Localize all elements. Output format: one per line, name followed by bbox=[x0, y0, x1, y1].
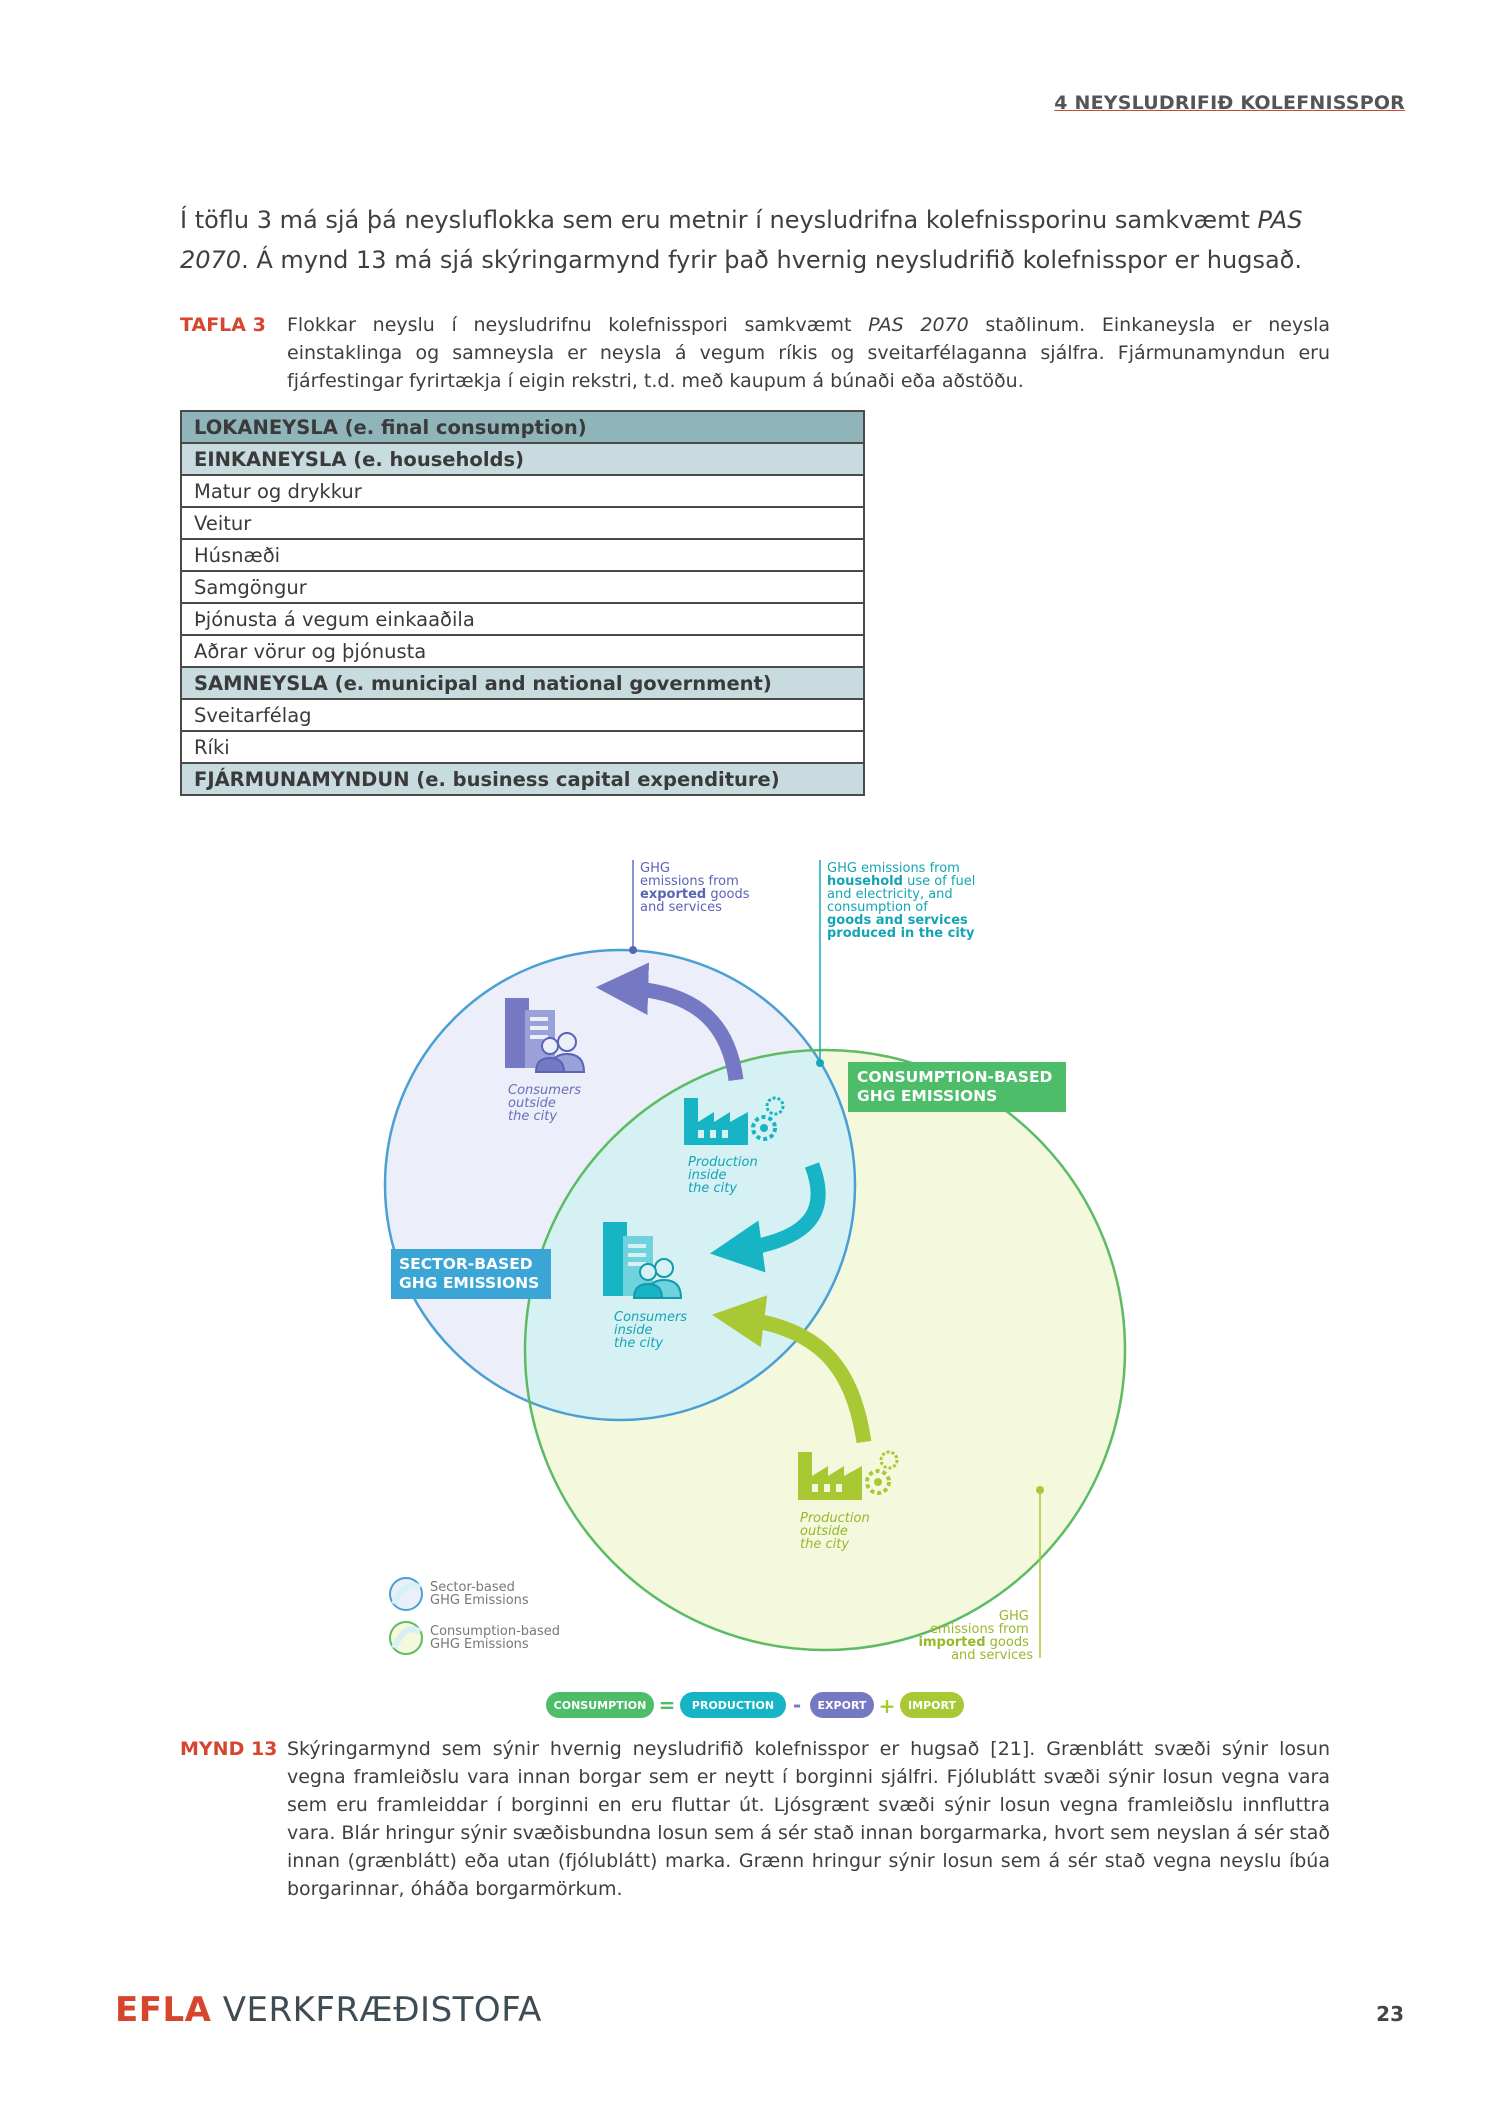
table-row: SAMNEYSLA (e. municipal and national gov… bbox=[180, 666, 865, 700]
exported-callout: GHG emissions from exported goods and se… bbox=[640, 861, 754, 915]
table-cell: Húsnæði bbox=[180, 538, 865, 572]
table-cell: Veitur bbox=[180, 506, 865, 540]
table-row: FJÁRMUNAMYNDUN (e. business capital expe… bbox=[180, 762, 865, 796]
table-row: Þjónusta á vegum einkaaðila bbox=[180, 602, 865, 636]
import-arrow bbox=[711, 1295, 872, 1444]
household-leader-dot bbox=[816, 1059, 824, 1067]
sector-circle bbox=[383, 948, 857, 1422]
consumers-outside-icon bbox=[505, 998, 586, 1073]
logo-subtitle: VERKFRÆÐISTOFA bbox=[211, 1990, 542, 2030]
table-cell: SAMNEYSLA (e. municipal and national gov… bbox=[180, 666, 865, 700]
table-cell: EINKANEYSLA (e. households) bbox=[180, 442, 865, 476]
equation-export-pill bbox=[810, 1692, 874, 1718]
equation-import-pill bbox=[900, 1692, 964, 1718]
legend-sector-label: Sector-based GHG Emissions bbox=[430, 1580, 529, 1608]
legend-consumption-label: Consumption-based GHG Emissions bbox=[430, 1624, 564, 1652]
equation-minus: - bbox=[793, 1693, 801, 1717]
efla-logo: EFLA VERKFRÆÐISTOFA bbox=[115, 1990, 542, 2030]
table-caption-part2: staðlinum. Einkaneysla er neysla einstak… bbox=[287, 314, 1331, 392]
production-outside-label: Production outside the city bbox=[800, 1511, 874, 1552]
production-inside-label: Production inside the city bbox=[688, 1155, 762, 1196]
intro-em: PAS 2070 bbox=[180, 206, 1303, 274]
sector-based-box bbox=[391, 1249, 551, 1299]
table-row: Veitur bbox=[180, 506, 865, 540]
table-cell: Ríki bbox=[180, 730, 865, 764]
consumers-inside-icon bbox=[603, 1222, 683, 1299]
imported-callout: GHG emissions from imported goods and se… bbox=[919, 1609, 1034, 1663]
equation-consumption-label: CONSUMPTION bbox=[554, 1699, 647, 1712]
consumption-category-table: LOKANEYSLA (e. final consumption) EINKAN… bbox=[180, 410, 865, 796]
figure-caption: MYND 13 Skýringarmynd sem sýnir hvernig … bbox=[180, 1735, 1330, 1903]
equation-production-pill bbox=[680, 1692, 786, 1718]
legend-consumption-icon bbox=[389, 1621, 423, 1655]
page-number: 23 bbox=[1376, 2002, 1404, 2026]
table-row: Húsnæði bbox=[180, 538, 865, 572]
household-callout: GHG emissions from household use of fuel… bbox=[827, 861, 979, 941]
table-cell: FJÁRMUNAMYNDUN (e. business capital expe… bbox=[180, 762, 865, 796]
equation-import-label: IMPORT bbox=[908, 1699, 956, 1712]
equation-plus: + bbox=[879, 1694, 896, 1718]
table-cell: Þjónusta á vegum einkaaðila bbox=[180, 602, 865, 636]
production-inside-icon bbox=[684, 1096, 785, 1145]
consumers-inside-label: Consumers inside the city bbox=[614, 1310, 691, 1351]
ghg-emissions-diagram: GHG emissions from exported goods and se… bbox=[383, 860, 1127, 1718]
table-cell: Matur og drykkur bbox=[180, 474, 865, 508]
equation-export-label: EXPORT bbox=[818, 1699, 867, 1712]
table-cell: Samgöngur bbox=[180, 570, 865, 604]
table-caption-text: Flokkar neyslu í neysludrifnu kolefnissp… bbox=[287, 311, 1330, 395]
figure-caption-label: MYND 13 bbox=[180, 1738, 278, 1760]
table-row: Aðrar vörur og þjónusta bbox=[180, 634, 865, 668]
equation-equals: = bbox=[659, 1693, 676, 1717]
table-row: EINKANEYSLA (e. households) bbox=[180, 442, 865, 476]
intro-text-2: . Á mynd 13 má sjá skýringarmynd fyrir þ… bbox=[241, 246, 1302, 274]
consumption-based-box bbox=[848, 1062, 1066, 1112]
table-cell: Sveitarfélag bbox=[180, 698, 865, 732]
intro-text-1: Í töflu 3 má sjá þá neysluflokka sem eru… bbox=[180, 206, 1258, 234]
domestic-arrow bbox=[709, 1162, 826, 1273]
equation-production-label: PRODUCTION bbox=[692, 1699, 774, 1712]
exported-leader-dot bbox=[629, 946, 637, 954]
chapter-header: 4 NEYSLUDRIFIÐ KOLEFNISSPOR bbox=[1054, 92, 1405, 114]
table-row: Sveitarfélag bbox=[180, 698, 865, 732]
table-caption: TAFLA 3 Flokkar neyslu í neysludrifnu ko… bbox=[180, 311, 1330, 395]
consumers-outside-label: Consumers outside the city bbox=[508, 1083, 585, 1124]
export-arrow bbox=[595, 962, 744, 1082]
table-row: Matur og drykkur bbox=[180, 474, 865, 508]
figure-caption-text: Skýringarmynd sem sýnir hvernig neysludr… bbox=[287, 1738, 1330, 1900]
table-caption-label: TAFLA 3 bbox=[180, 314, 266, 336]
production-outside-icon bbox=[798, 1450, 899, 1500]
table-row: LOKANEYSLA (e. final consumption) bbox=[180, 410, 865, 444]
table-row: Ríki bbox=[180, 730, 865, 764]
table-cell: Aðrar vörur og þjónusta bbox=[180, 634, 865, 668]
table-caption-em: PAS 2070 bbox=[868, 314, 969, 336]
consumption-circle bbox=[523, 1048, 1127, 1652]
logo-brand: EFLA bbox=[115, 1990, 212, 2030]
legend-sector-icon bbox=[389, 1577, 423, 1611]
imported-leader-dot bbox=[1036, 1486, 1044, 1494]
sector-based-label: SECTOR-BASED GHG EMISSIONS bbox=[399, 1255, 539, 1292]
table-row: Samgöngur bbox=[180, 570, 865, 604]
equation-consumption-pill bbox=[546, 1692, 654, 1718]
intro-paragraph: Í töflu 3 má sjá þá neysluflokka sem eru… bbox=[180, 200, 1330, 280]
consumption-based-label: CONSUMPTION-BASED GHG EMISSIONS bbox=[857, 1068, 1058, 1105]
table-cell: LOKANEYSLA (e. final consumption) bbox=[180, 410, 865, 444]
table-caption-part1: Flokkar neyslu í neysludrifnu kolefnissp… bbox=[287, 314, 869, 336]
